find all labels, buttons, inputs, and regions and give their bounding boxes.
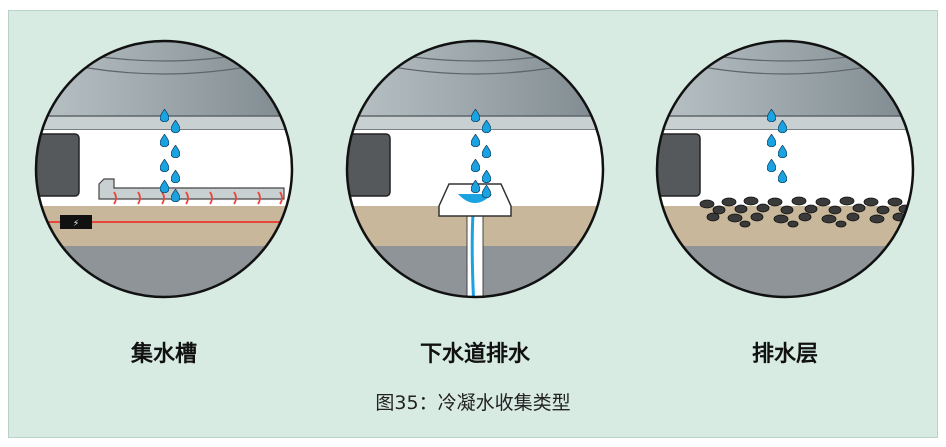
drainage-layer-illustration	[655, 39, 915, 299]
sewer-drain-illustration	[345, 39, 605, 299]
panel-sewer-drain: 下水道排水	[345, 34, 605, 367]
figure-caption: 图35：冷凝水收集类型	[375, 392, 571, 414]
panel-gutter: ⚡ 集水槽	[34, 34, 294, 367]
panel-drainage-layer: 排水层	[655, 34, 915, 367]
panel-label-gutter: 集水槽	[130, 342, 197, 367]
gutter-illustration: ⚡	[34, 39, 294, 299]
panel-label-sewer-drain: 下水道排水	[419, 342, 530, 367]
panel-label-drainage-layer: 排水层	[751, 342, 818, 367]
svg-text:⚡: ⚡	[73, 219, 79, 229]
